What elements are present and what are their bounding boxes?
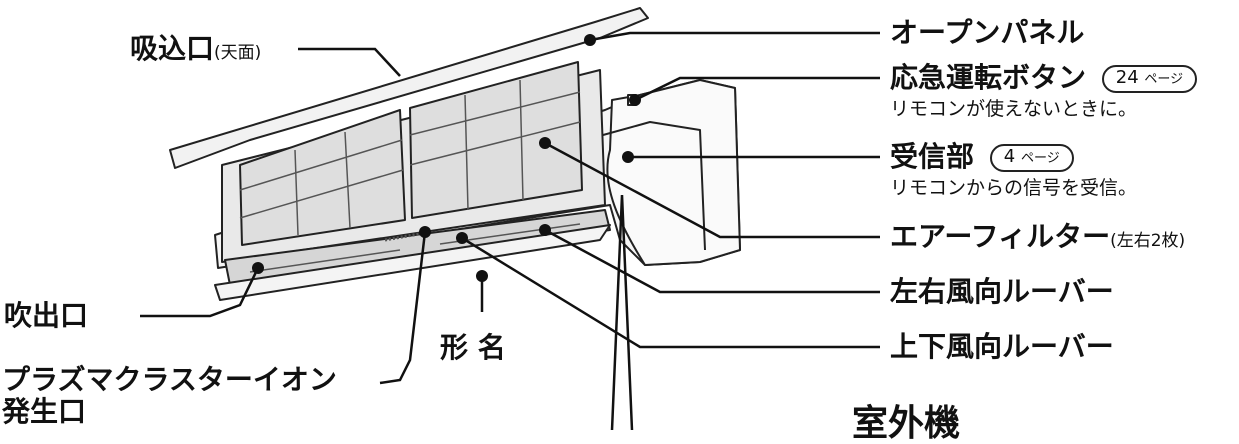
label-emergency-button: 応急運転ボタン 24 ページ	[890, 61, 1198, 94]
label-model-name: 形 名	[440, 332, 506, 364]
receiver-note: リモコンからの信号を受信。	[890, 177, 1138, 199]
leader-outdoor	[610, 194, 634, 430]
air-filter-label: エアーフィルター	[890, 220, 1111, 253]
receiver-page-unit: ページ	[1020, 151, 1060, 166]
receiver-page-num: 4	[1003, 146, 1016, 167]
leader-open-panel	[589, 31, 880, 42]
open-panel	[169, 7, 649, 169]
emergency-page-num: 24	[1115, 67, 1139, 88]
label-outlet: 吹出口	[4, 300, 88, 332]
receiver-label: 受信部	[890, 140, 975, 173]
leader-ud-louver	[461, 236, 880, 349]
receiver-page-ref: 4 ページ	[989, 144, 1074, 172]
air-filter-sub-label: (左右2枚)	[1110, 231, 1186, 251]
label-plasma: プラズマクラスターイオン	[2, 364, 337, 396]
label-open-panel: オープンパネル	[890, 17, 1084, 49]
open-panel-label: オープンパネル	[890, 16, 1085, 49]
leader-plasma	[379, 231, 427, 385]
emergency-button-label: 応急運転ボタン	[890, 61, 1087, 94]
plasma-label-line2: 発生口	[2, 395, 87, 428]
label-intake: 吸込口(天面)	[130, 33, 261, 69]
outlet-opening	[224, 209, 611, 286]
outlet-label: 吹出口	[4, 299, 89, 332]
label-plasma-2: 発生口	[2, 396, 86, 428]
lr-louver-label: 左右風向ルーバー	[890, 275, 1114, 308]
intake-label: 吸込口	[130, 32, 215, 65]
intake-sub-label: (天面)	[214, 43, 262, 63]
label-ud-louver: 上下風向ルーバー	[890, 331, 1114, 363]
lower-louver	[214, 224, 611, 301]
label-outdoor-unit: 室外機	[852, 404, 960, 444]
label-air-filter: エアーフィルター(左右2枚)	[890, 221, 1185, 257]
model-name-label: 形 名	[440, 331, 506, 364]
ud-louver-label: 上下風向ルーバー	[890, 330, 1114, 363]
leader-emergency	[634, 76, 880, 102]
air-filter-right	[409, 61, 583, 219]
leader-outlet	[140, 267, 260, 318]
leader-lr-louver	[544, 228, 880, 294]
emergency-page-unit: ページ	[1144, 72, 1184, 87]
plasma-label-line1: プラズマクラスターイオン	[2, 363, 337, 396]
air-conditioner-diagram	[140, 7, 880, 430]
emergency-page-ref: 24 ページ	[1101, 65, 1198, 93]
label-receiver: 受信部 4 ページ	[890, 141, 1074, 173]
leader-lines	[140, 31, 880, 430]
label-lr-louver: 左右風向ルーバー	[890, 276, 1114, 308]
leader-dots	[252, 34, 641, 282]
emergency-note: リモコンが使えないときに。	[890, 98, 1138, 120]
leader-intake	[298, 47, 401, 77]
leader-air-filter	[544, 141, 880, 239]
outdoor-unit-label: 室外機	[852, 403, 961, 444]
